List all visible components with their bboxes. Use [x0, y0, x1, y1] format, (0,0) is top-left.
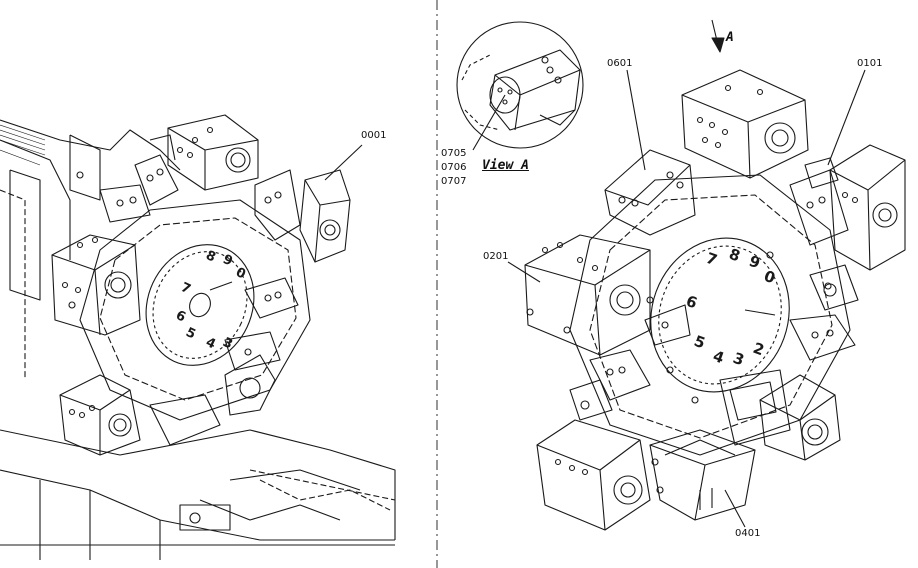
tool-block-lower-right [719, 369, 841, 461]
tool-block-0201 [524, 234, 651, 356]
leader-line-0601 [626, 69, 646, 171]
callout-0705: 0705 [441, 148, 467, 159]
drum-number: 7 [178, 280, 193, 297]
callout-0101: 0101 [857, 58, 883, 69]
tool-block-lower-left [536, 419, 664, 531]
tool-holder-left [569, 304, 691, 421]
turret-body-right [569, 174, 851, 456]
tool-holders-left [99, 154, 299, 371]
machine-bed [0, 429, 396, 560]
callout-0706: 0706 [441, 162, 467, 173]
tool-holder-right [789, 264, 859, 361]
right-turret-assembly: 7 8 9 0 6 5 4 3 2 [456, 19, 906, 531]
leader-line-0401 [724, 489, 746, 528]
tool-block-0401 [649, 429, 756, 521]
drum-number: 3 [220, 335, 235, 352]
left-turret-assembly: 8 9 0 7 5 4 3 6 [0, 114, 396, 560]
detail-view-a [456, 21, 584, 151]
turret-body-left [79, 199, 311, 421]
drum-numbers-right: 7 8 9 0 6 5 4 3 2 [684, 245, 778, 369]
view-a-title: View A [482, 158, 529, 173]
drum-number: 8 [727, 245, 743, 265]
drum-number: 9 [747, 252, 763, 272]
callout-0707: 0707 [441, 176, 467, 187]
spindle-housing [0, 119, 181, 380]
tool-block-right [254, 169, 351, 263]
leader-line-0201 [507, 261, 541, 283]
drum-number: 0 [762, 267, 778, 287]
callout-0401: 0401 [735, 528, 761, 539]
tool-block-bottom [59, 354, 276, 456]
tool-block-left [51, 234, 141, 336]
callout-0601: 0601 [607, 58, 633, 69]
drum-number: 4 [203, 335, 218, 352]
tool-block-top [167, 114, 259, 191]
drum-number: 0 [233, 265, 248, 282]
leader-line-0705 [472, 94, 506, 151]
arrow-a-label: A [726, 30, 734, 45]
drum-number: 5 [183, 325, 198, 342]
drum-numbers-left: 8 9 0 7 5 4 3 6 [173, 248, 248, 352]
drum-number: 3 [731, 349, 747, 369]
drum-number: 4 [711, 347, 727, 367]
tool-holder-upper-left [604, 149, 696, 236]
drum-number: 7 [704, 249, 720, 269]
callout-0201: 0201 [483, 251, 509, 262]
tool-block-0601 [681, 69, 809, 179]
leader-line-0001 [324, 144, 363, 181]
drum-number: 5 [692, 332, 708, 352]
leader-line-0101 [827, 69, 866, 166]
view-direction-arrow [711, 19, 725, 53]
drum-number: 2 [751, 339, 767, 359]
drum-number: 8 [203, 248, 218, 265]
drum-number: 6 [173, 308, 188, 325]
callout-0001: 0001 [361, 130, 387, 141]
drum-number: 6 [684, 292, 700, 312]
tool-block-0101 [789, 144, 906, 271]
